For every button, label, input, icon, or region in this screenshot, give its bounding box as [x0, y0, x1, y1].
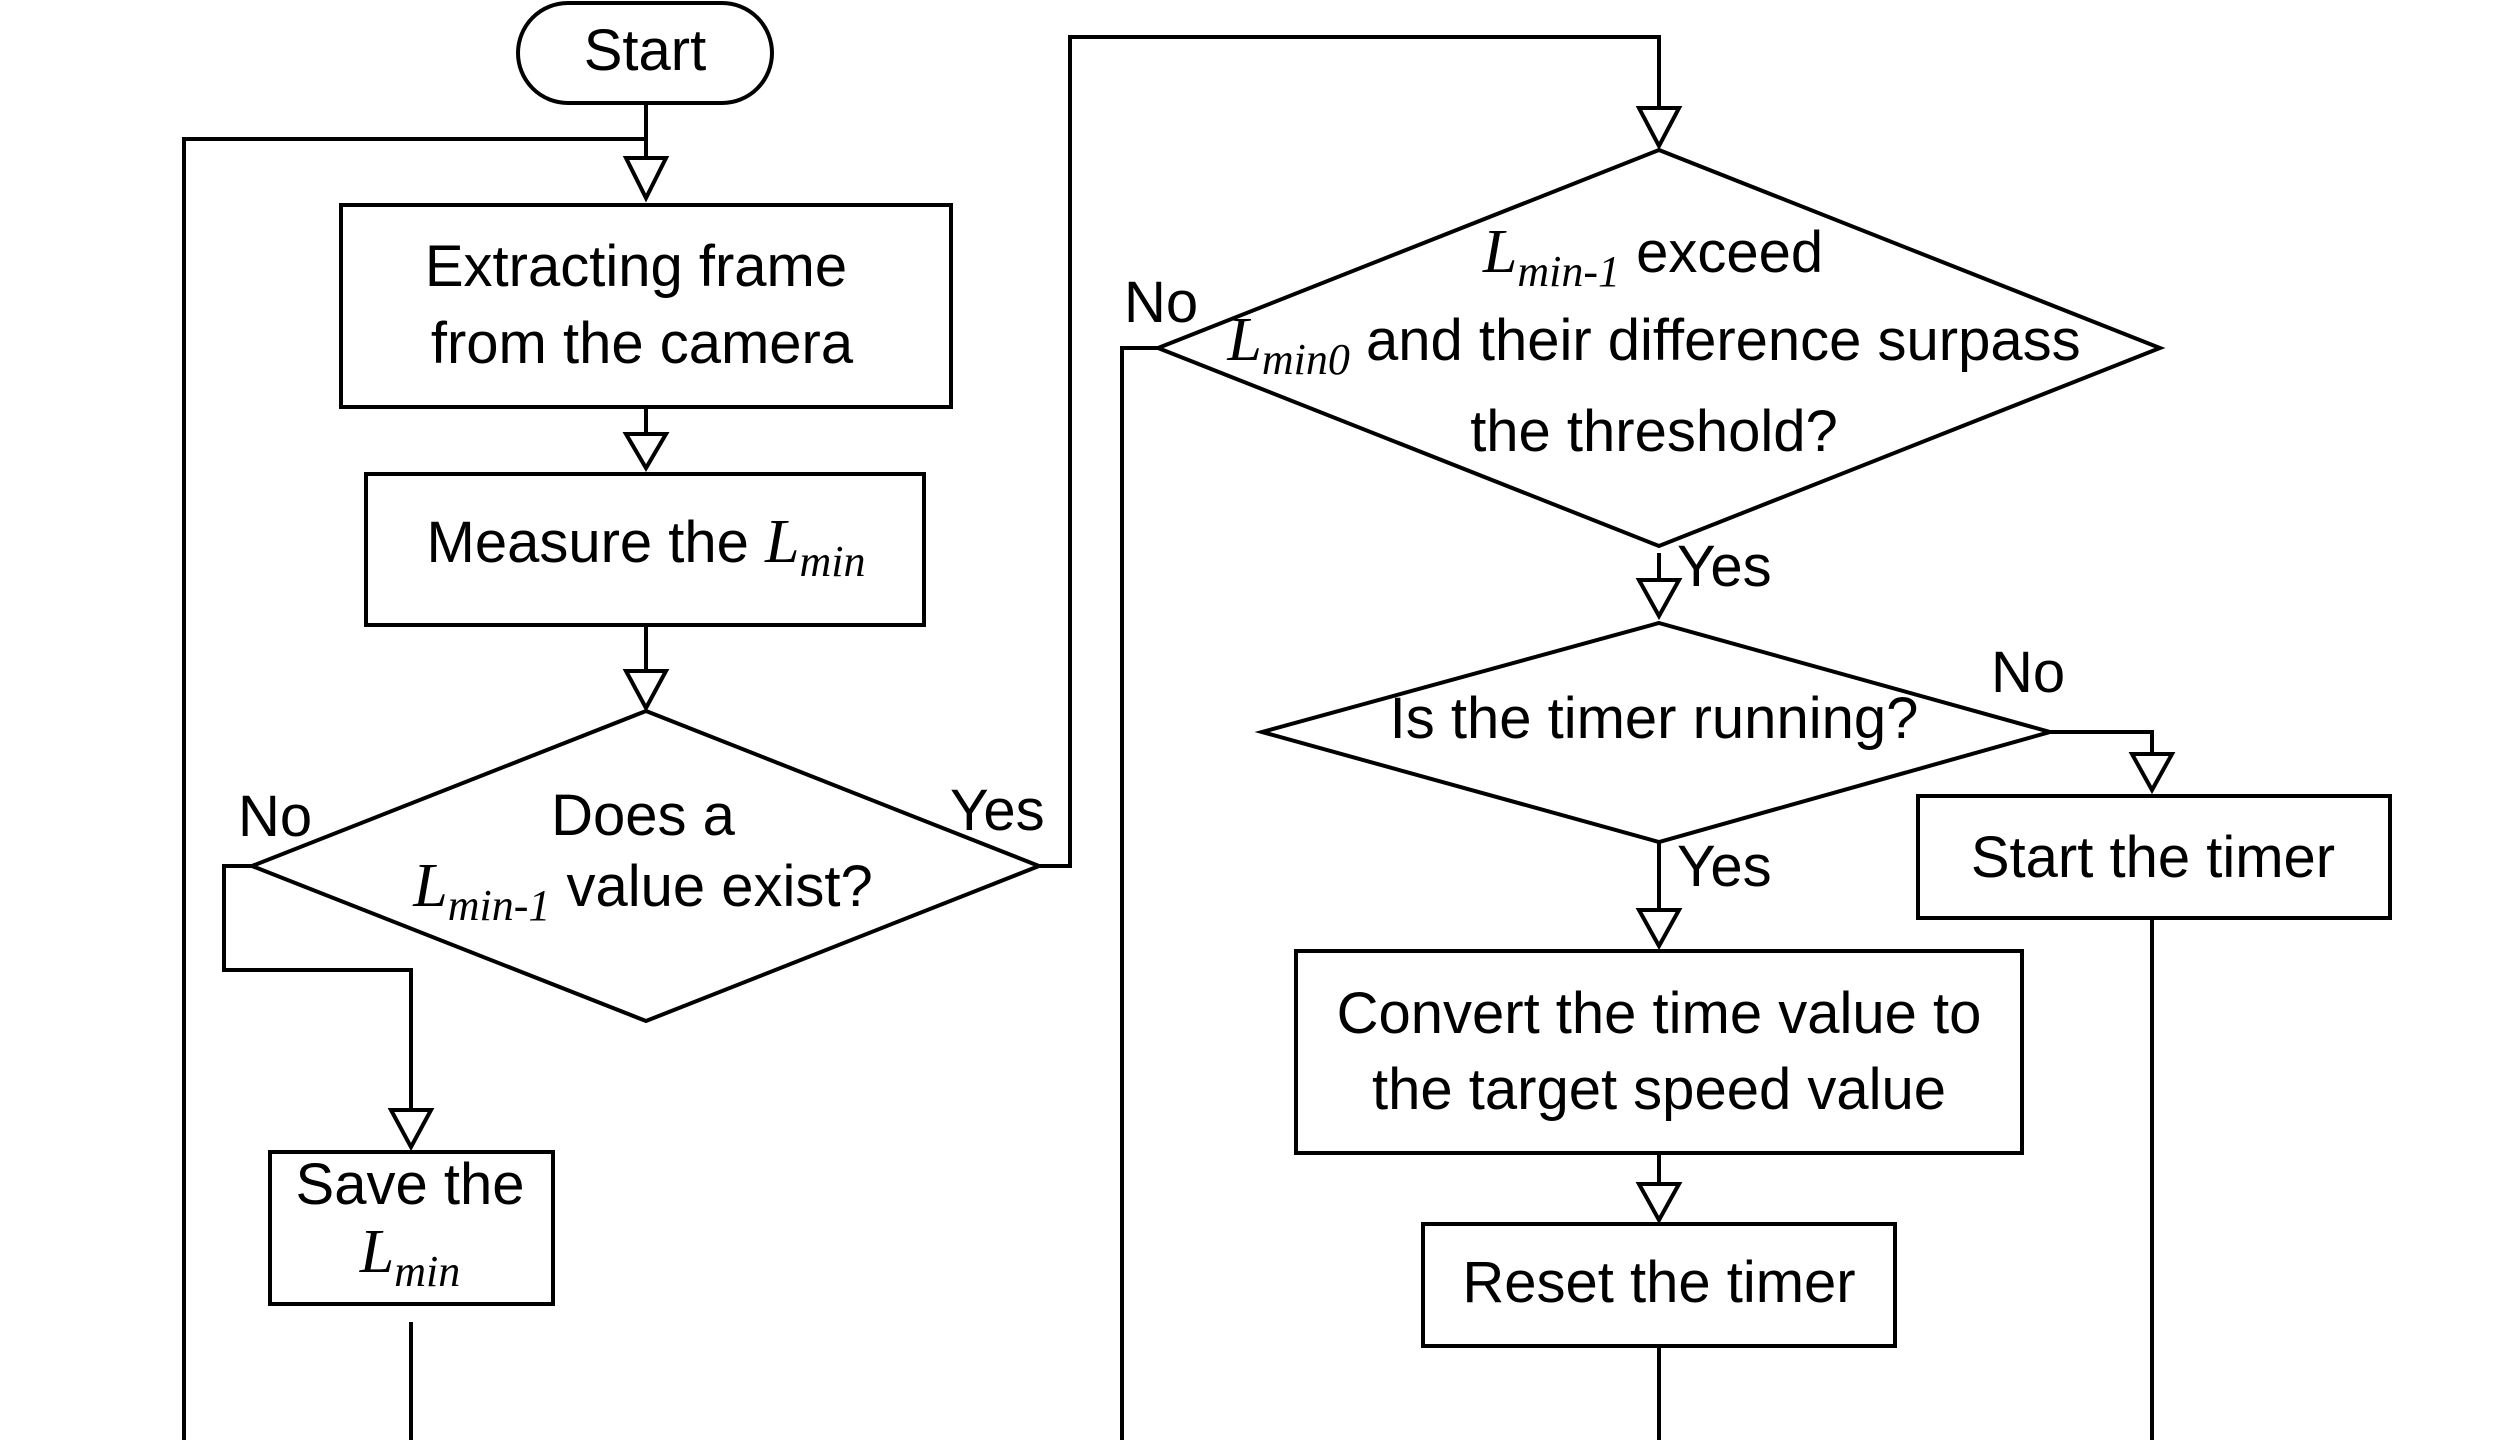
edge-label-exceed-no: No: [1124, 270, 1198, 335]
start-timer-box: [1916, 794, 2392, 920]
edge-loop-back-left: [182, 137, 646, 1440]
exist-label-line2: Lmin-1 value exist?: [412, 852, 873, 930]
edge-exceed-no-to-loop: [1120, 346, 1158, 1440]
arrowhead: [1635, 106, 1683, 151]
lmin1-exists-decision: [246, 708, 1045, 1024]
arrowhead: [622, 156, 670, 203]
arrowhead: [1635, 908, 1683, 951]
convert-label-line2: the target speed value: [1372, 1057, 1946, 1122]
convert-time-box: [1294, 949, 2024, 1155]
timer-running-label: Is the timer running?: [1390, 686, 1919, 751]
extract-label-line2: from the camera: [431, 311, 854, 376]
edge-exist-no-to-save: [222, 864, 413, 1112]
arrowhead: [1635, 1182, 1683, 1225]
exceed-label-line2: Lmin0 and their difference surpass: [1226, 306, 2080, 384]
arrowhead: [622, 669, 670, 713]
measure-lmin-box: [364, 472, 926, 627]
reset-timer-box: [1421, 1222, 1897, 1348]
start-label: Start: [584, 18, 707, 83]
start-terminal: [516, 1, 774, 105]
edge-label-running-yes: Yes: [1677, 834, 1772, 899]
timer-running-decision: [1254, 620, 2058, 845]
arrowhead: [622, 432, 670, 472]
edge-exist-yes-to-exceed: [1039, 35, 1661, 868]
exceed-label-line3: the threshold?: [1470, 399, 1838, 464]
save-label-line2: Lmin: [359, 1218, 460, 1296]
exceed-label-line1: Lmin-1 exceed: [1482, 218, 1823, 296]
arrowhead: [387, 1108, 435, 1152]
exist-label-line1: Does a: [551, 783, 736, 848]
extract-frame-box: [339, 203, 953, 409]
save-lmin-box: [268, 1150, 555, 1306]
edge-label-exist-yes: Yes: [950, 778, 1045, 843]
extract-label-line1: Extracting frame: [425, 234, 847, 299]
edge-label-exist-no: No: [238, 784, 312, 849]
arrowhead: [2128, 752, 2176, 795]
exceed-threshold-decision: [1152, 147, 2166, 549]
measure-label: Measure the Lmin: [427, 508, 866, 586]
save-label-line1: Save the: [296, 1152, 525, 1217]
edge-label-running-no: No: [1991, 640, 2065, 705]
reset-timer-label: Reset the timer: [1462, 1250, 1855, 1315]
convert-label-line1: Convert the time value to: [1337, 981, 1982, 1046]
start-timer-label: Start the timer: [1971, 825, 2335, 890]
edge-running-no-to-start-timer: [2050, 730, 2154, 758]
arrowhead: [1635, 578, 1683, 621]
edge-label-exceed-yes: Yes: [1677, 534, 1772, 599]
